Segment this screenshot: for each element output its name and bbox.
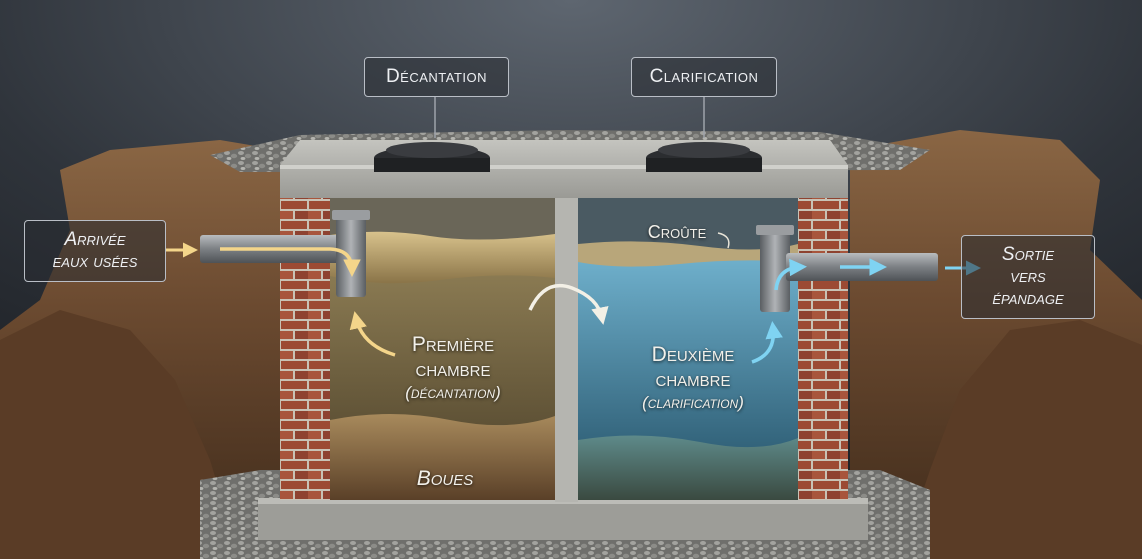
outlet-label-line2: vers (1010, 266, 1046, 287)
decantation-label: Décantation (385, 66, 488, 87)
second-chamber-line3: (clarification) (642, 393, 744, 412)
inlet-tee-pipe (336, 215, 366, 297)
manhole-cover-icon (374, 142, 490, 172)
soil-left-face (0, 310, 240, 559)
sludge-label: Boues (416, 467, 474, 490)
partition-wall (555, 190, 578, 502)
inflow-arrow (220, 247, 361, 277)
scum-layer-first (330, 231, 555, 284)
brick-wall-right (798, 190, 848, 500)
first-chamber-line2: chambre (415, 358, 491, 381)
liquid-first-chamber (330, 275, 555, 425)
outlet-tee-pipe (760, 230, 790, 312)
outflow-arrow (774, 258, 807, 291)
decantation-tag: Décantation (364, 57, 509, 97)
curved-arrow-icon (349, 311, 396, 357)
sludge-layer-first (330, 414, 555, 500)
transfer-arrow (528, 283, 609, 325)
crust-label: Croûte (647, 222, 707, 242)
base-slab (258, 498, 868, 540)
second-chamber-line2: chambre (655, 368, 731, 391)
clarification-tag: Clarification (631, 57, 777, 97)
first-chamber-line3: (décantation) (405, 383, 501, 402)
first-chamber-line1: Première (411, 333, 495, 356)
manhole-cover-icon (646, 142, 762, 172)
sludge-layer-second (578, 435, 798, 500)
outlet-tag: Sortie vers épandage (961, 235, 1095, 319)
crust-layer-second (578, 241, 798, 267)
clarification-label: Clarification (649, 66, 759, 87)
second-chamber-line1: Deuxième (651, 343, 735, 366)
inlet-tag: Arrivée eaux usées (24, 220, 166, 282)
outlet-label-line3: épandage (992, 288, 1064, 309)
first-chamber-label: Première chambre (décantation) (378, 332, 528, 403)
soil-right-face (900, 320, 1142, 559)
crust-pointer (717, 232, 730, 249)
rise-arrow (751, 321, 783, 364)
inlet-label-line1: Arrivée (64, 229, 126, 250)
inlet-label-line2: eaux usées (52, 251, 138, 272)
second-chamber-label: Deuxième chambre (clarification) (618, 342, 768, 413)
outlet-label-line1: Sortie (1001, 244, 1055, 265)
